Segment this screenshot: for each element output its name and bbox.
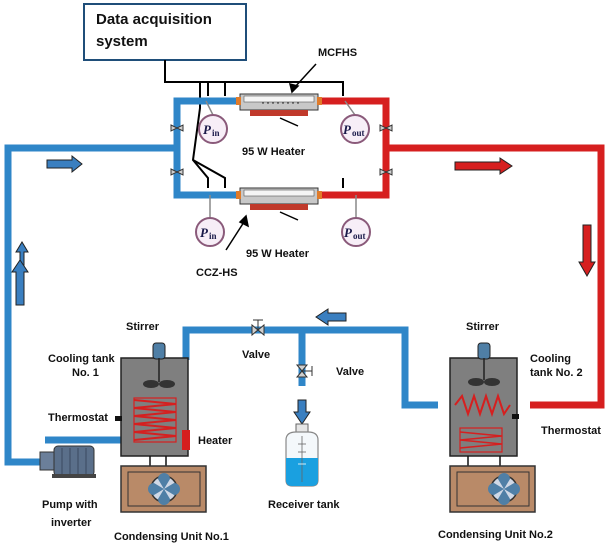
heater-tank-label: Heater — [198, 435, 233, 447]
heater-callouts — [279, 117, 299, 221]
flow-arrows — [11, 154, 596, 425]
flow-arrow-up-icon — [11, 259, 29, 306]
valve-1-icon[interactable] — [251, 319, 265, 337]
cooling-tank-2-label-line1: Cooling — [530, 353, 571, 365]
cooling-tank-1 — [115, 342, 190, 466]
valve-2-icon[interactable] — [295, 364, 313, 378]
das-label-line2: system — [96, 33, 148, 50]
svg-text:P: P — [203, 122, 212, 137]
condensing-unit-1-label: Condensing Unit No.1 — [114, 531, 229, 543]
diagram-labels: MCFHS 95 W Heater 95 W Heater CCZ-HS Sti… — [42, 47, 601, 543]
receiver-tank-label: Receiver tank — [268, 499, 340, 511]
pressure-gauge-in-bottom: P in — [195, 195, 225, 247]
flow-arrow-down-icon — [293, 399, 311, 425]
label-arrows — [225, 63, 317, 251]
valve-icon[interactable] — [170, 124, 184, 132]
heater-bottom-label: 95 W Heater — [246, 248, 310, 260]
cold-pipe-loop — [4, 97, 438, 466]
cooling-tank-2 — [449, 342, 519, 466]
svg-text:P: P — [343, 122, 352, 137]
receiver-tank — [285, 423, 319, 487]
data-acquisition-system: Data acquisition system — [83, 3, 247, 61]
thermostat-left-label: Thermostat — [48, 412, 108, 424]
svg-text:P: P — [344, 225, 353, 240]
pump-label-line1: Pump with — [42, 499, 98, 511]
mcfhs-heat-sink — [236, 93, 322, 116]
signal-wires — [164, 60, 344, 188]
svg-text:out: out — [353, 231, 366, 241]
valve-2-label: Valve — [336, 366, 364, 378]
valve-symbols — [170, 124, 393, 378]
valve-1-label: Valve — [242, 349, 270, 361]
condensing-unit-2-label: Condensing Unit No.2 — [438, 529, 553, 541]
pump-label-line2: inverter — [51, 517, 92, 529]
ccz-hs-label: CCZ-HS — [196, 267, 238, 279]
svg-text:P: P — [200, 225, 209, 240]
svg-text:out: out — [352, 128, 365, 138]
flow-arrow-down-icon — [578, 224, 596, 278]
pressure-gauge-in-top: P in — [198, 100, 228, 144]
cooling-tank-1-label-line2: No. 1 — [72, 367, 99, 379]
flow-arrow-left-icon — [315, 308, 347, 326]
cooling-tank-2-label-line2: tank No. 2 — [530, 367, 583, 379]
svg-text:in: in — [212, 128, 220, 138]
thermostat-right-label: Thermostat — [541, 425, 601, 437]
svg-text:in: in — [209, 231, 217, 241]
das-label-line1: Data acquisition — [96, 11, 212, 28]
pressure-gauge-out-top: P out — [340, 100, 370, 144]
hot-pipe-loop — [318, 97, 605, 409]
valve-icon[interactable] — [379, 124, 393, 132]
valve-icon[interactable] — [170, 168, 184, 176]
flow-arrow-right-icon — [454, 157, 513, 175]
stirrer-right-label: Stirrer — [466, 321, 500, 333]
ccz-hs-heat-sink — [236, 187, 322, 210]
pressure-gauge-out-bottom: P out — [341, 195, 371, 247]
heater-top-label: 95 W Heater — [242, 146, 306, 158]
pump-with-inverter — [39, 445, 96, 478]
condensing-unit-2 — [449, 465, 536, 513]
valve-icon[interactable] — [379, 168, 393, 176]
condensing-unit-1 — [120, 465, 207, 513]
stirrer-left-label: Stirrer — [126, 321, 160, 333]
cooling-tank-1-label-line1: Cooling tank — [48, 353, 115, 365]
mcfhs-label: MCFHS — [318, 47, 357, 59]
flow-arrow-right-icon — [46, 154, 83, 174]
flow-arrow-up-icon — [15, 241, 29, 267]
